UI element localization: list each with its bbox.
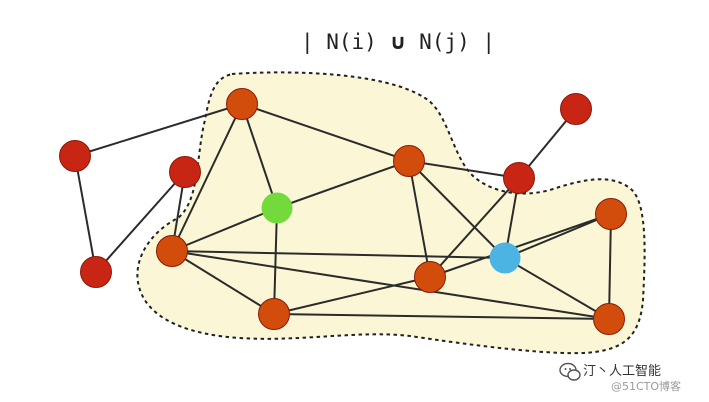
- node-green-g: [261, 192, 293, 224]
- edge-n-p: [504, 257, 610, 320]
- watermark-main-text: 汀丶人工智能: [583, 364, 661, 379]
- edge-g-l: [273, 207, 278, 315]
- edge-a-f: [74, 103, 243, 157]
- node-orange-k: [414, 261, 446, 293]
- node-orange-f: [226, 88, 258, 120]
- wechat-icon: [559, 362, 581, 381]
- edge-h-n: [408, 160, 506, 259]
- edge-o-l: [171, 250, 275, 315]
- node-orange-p: [593, 303, 625, 335]
- edge-f-o: [171, 103, 243, 252]
- node-red-e: [560, 93, 592, 125]
- edge-l-p: [273, 313, 610, 320]
- node-orange-o: [156, 235, 188, 267]
- edge-k-d: [429, 177, 520, 278]
- edge-o-g: [171, 207, 278, 252]
- edge-n-o: [171, 250, 506, 259]
- node-red-b: [80, 256, 112, 288]
- edges: [74, 103, 612, 320]
- watermark-sub-text: @51CTO博客: [611, 379, 681, 393]
- node-orange-h: [393, 145, 425, 177]
- edge-b-c: [95, 171, 186, 273]
- edge-m-p: [608, 213, 612, 320]
- edge-h-d: [408, 160, 520, 179]
- node-orange-l: [258, 298, 290, 330]
- neighborhood-union-region: [136, 71, 646, 355]
- edge-o-p: [171, 250, 610, 320]
- node-orange-m: [595, 198, 627, 230]
- edge-f-g: [241, 103, 278, 209]
- diagram-title: | N(i) ∪ N(j) |: [301, 30, 495, 55]
- nodes: [59, 88, 627, 335]
- node-red-a: [59, 140, 91, 172]
- edge-k-m: [429, 213, 612, 278]
- edge-h-g: [276, 160, 410, 209]
- watermark: 汀丶人工智能 @51CTO博客: [559, 362, 681, 393]
- node-red-d: [503, 162, 535, 194]
- node-blue-n: [489, 242, 521, 274]
- node-red-c: [169, 156, 201, 188]
- edge-h-k: [408, 160, 431, 278]
- edge-n-m: [504, 213, 612, 259]
- title-left: | N(i): [301, 30, 390, 55]
- title-right: N(j) |: [407, 30, 496, 55]
- edge-k-l: [273, 276, 431, 315]
- union-symbol: ∪: [389, 30, 406, 54]
- edge-a-b: [74, 155, 97, 273]
- edge-f-h: [241, 103, 410, 162]
